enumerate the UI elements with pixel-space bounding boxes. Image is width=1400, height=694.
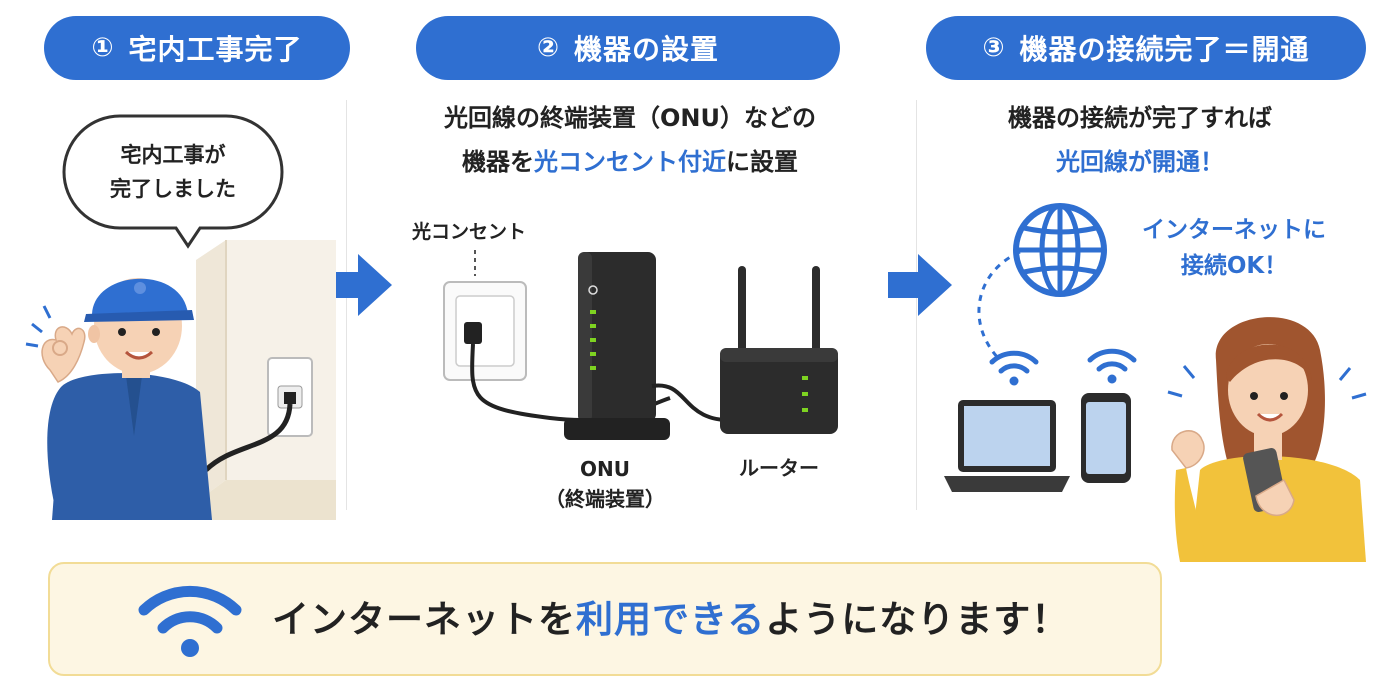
onu-device-icon	[564, 252, 670, 440]
internet-ok-text: インターネットに 接続OK！	[1124, 212, 1344, 284]
step-3-desc-line-1: 機器の接続が完了すれば	[1008, 104, 1272, 132]
divider-1	[346, 100, 347, 510]
outlet-label: 光コンセント	[412, 221, 527, 243]
step-2-desc-line-1: 光回線の終端装置（ONU）などの	[444, 104, 816, 132]
banner-message: インターネットを利用できるようになります！	[272, 590, 1069, 650]
router-label: ルーター	[739, 456, 819, 480]
arrow-right-icon	[328, 254, 392, 316]
internet-ok-line-2: 接続OK！	[1180, 253, 1288, 279]
speech-line-2: 完了しました	[110, 177, 236, 201]
wifi-icon	[1087, 348, 1137, 384]
step-2-label: 機器の設置	[574, 33, 720, 66]
step-2-number: ②	[536, 33, 560, 63]
router-device-icon	[720, 266, 838, 434]
banner-text-highlight: 利用できる	[576, 598, 766, 641]
step-2-desc-highlight: 光コンセント付近	[534, 148, 726, 176]
step-1-pill: ① 宅内工事完了	[44, 16, 350, 80]
onu-label-line-1: ONU	[580, 457, 630, 481]
step-3-label: 機器の接続完了＝開通	[1019, 33, 1310, 66]
speech-bubble	[62, 114, 284, 249]
result-banner	[48, 562, 1162, 676]
step-2-desc-pre: 機器を	[462, 148, 534, 176]
step-2-desc-post: に設置	[726, 148, 798, 176]
step-2-desc-line-2: 機器を光コンセント付近に設置	[380, 140, 880, 184]
woman-illustration	[1167, 317, 1367, 562]
globe-icon	[1013, 203, 1107, 297]
wifi-icon	[989, 350, 1039, 386]
outlet-illustration	[443, 250, 671, 422]
onu-label: ONU （終端装置）	[540, 454, 670, 514]
dashed-connection-line	[977, 250, 1021, 359]
wifi-icon	[138, 585, 242, 657]
step-2-description: 光回線の終端装置（ONU）などの 機器を光コンセント付近に設置	[380, 96, 880, 184]
step-3-number: ③	[982, 33, 1006, 63]
worker-illustration	[25, 278, 212, 520]
divider-2	[916, 100, 917, 510]
banner-text-pre: インターネットを	[272, 598, 576, 641]
speech-text: 宅内工事が 完了しました	[70, 138, 276, 206]
step-3-desc-line-2: 光回線が開通！	[1056, 148, 1224, 176]
smartphone-icon	[1081, 393, 1131, 483]
room-wall-illustration	[196, 240, 336, 520]
onu-label-line-2: （終端装置）	[545, 487, 665, 511]
step-1-number: ①	[91, 33, 115, 63]
arrow-right-icon	[888, 254, 952, 316]
step-1-label: 宅内工事完了	[128, 33, 303, 66]
step-2-pill: ② 機器の設置	[416, 16, 840, 80]
step-3-description: 機器の接続が完了すれば 光回線が開通！	[930, 96, 1350, 184]
internet-ok-line-1: インターネットに	[1142, 217, 1326, 243]
banner-text-post: ようになります！	[765, 598, 1070, 641]
speech-line-1: 宅内工事が	[120, 143, 226, 167]
laptop-icon	[944, 400, 1070, 492]
step-3-pill: ③ 機器の接続完了＝開通	[926, 16, 1366, 80]
